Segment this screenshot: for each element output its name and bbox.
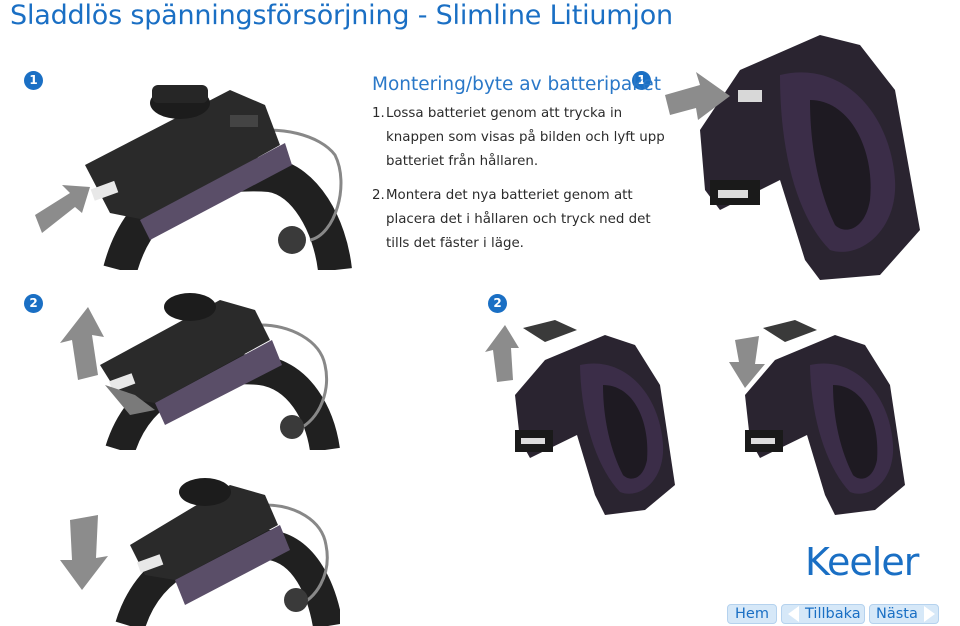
next-button[interactable]: Nästa: [869, 604, 939, 624]
instructions: Montering/byte av batteripaket 1. Lossa …: [372, 74, 672, 266]
home-button-label: Hem: [735, 606, 769, 622]
chevron-left-icon: [788, 606, 799, 622]
step-1-text: Lossa batteriet genom att trycka in knap…: [386, 106, 665, 169]
home-button[interactable]: Hem: [727, 604, 777, 624]
keeler-logo: Keeler: [805, 540, 919, 584]
section-heading: Montering/byte av batteripaket: [372, 74, 661, 95]
headband-lift-illustration: [60, 293, 340, 450]
step-2-number: 2.: [372, 188, 385, 203]
holder-lift-illustration: [485, 320, 675, 515]
step-badge-2-right: 2: [488, 294, 507, 313]
back-button-label: Tillbaka: [805, 606, 861, 622]
step-badge-1-right: 1: [632, 71, 651, 90]
holder-insert-illustration: [729, 320, 905, 515]
back-button[interactable]: Tillbaka: [781, 604, 865, 624]
step-2: 2. Montera det nya batteriet genom att p…: [372, 184, 672, 256]
step-1-number: 1.: [372, 106, 385, 121]
holder-release-illustration: [665, 35, 920, 280]
page-title: Sladdlös spänningsförsörjning - Slimline…: [10, 0, 673, 31]
step-badge-1-left: 1: [24, 71, 43, 90]
headband-release-illustration: [35, 85, 352, 270]
nav-bar: Hem Tillbaka Nästa: [727, 604, 939, 624]
step-badge-2-left: 2: [24, 294, 43, 313]
headband-insert-illustration: [60, 478, 340, 626]
next-button-label: Nästa: [876, 606, 918, 622]
step-1: 1. Lossa batteriet genom att trycka in k…: [372, 102, 672, 174]
step-2-text: Montera det nya batteriet genom att plac…: [386, 188, 651, 251]
chevron-right-icon: [923, 606, 935, 622]
